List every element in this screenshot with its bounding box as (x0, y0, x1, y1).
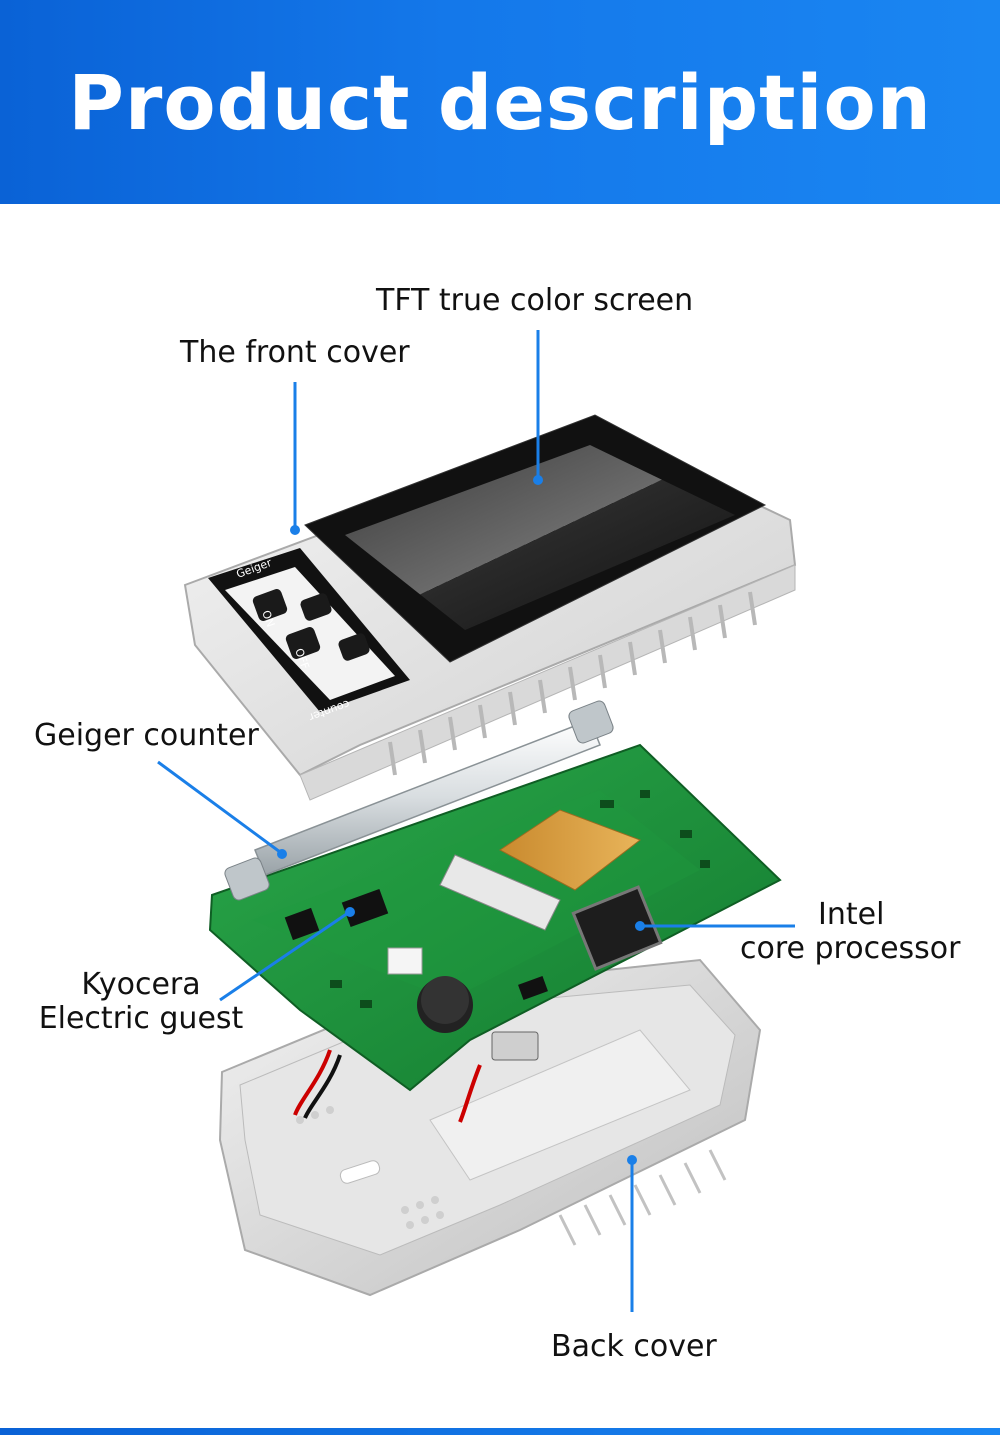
header-banner: Product description (0, 0, 1000, 204)
kyocera-callout-line (219, 911, 349, 1002)
geiger-callout-line (157, 760, 281, 854)
geiger-counter-label: Geiger counter (34, 718, 259, 753)
front-cover-label: The front cover (180, 335, 410, 370)
footer-divider (0, 1428, 1000, 1435)
callout-lines (157, 330, 795, 1312)
kyocera-label: Kyocera Electric guest (38, 968, 244, 1036)
screen-label: TFT true color screen (376, 283, 694, 318)
intel-processor-label: Intel core processor (740, 898, 961, 966)
front-cover-part (183, 414, 797, 801)
page-title: Product description (68, 57, 932, 147)
back-cover-label: Back cover (551, 1329, 717, 1364)
pcb-board (208, 743, 782, 1123)
kyocera-label-line2: Electric guest (38, 1001, 244, 1036)
intel-label-line2: core processor (740, 931, 961, 966)
geiger-tube (224, 700, 614, 901)
kyocera-label-line1: Kyocera (81, 967, 201, 1002)
intel-label-line1: Intel (818, 897, 885, 932)
device-button-on: ON (259, 609, 277, 629)
